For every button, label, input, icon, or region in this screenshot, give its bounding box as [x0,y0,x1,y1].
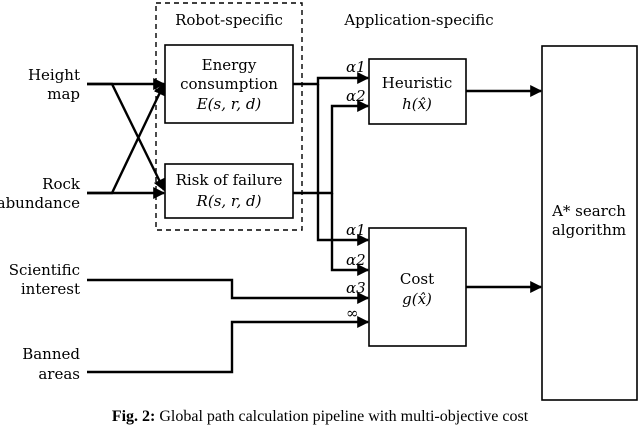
rock-abundance-label-2: abundance [0,194,80,212]
robot-specific-label: Robot-specific [175,11,283,29]
cost-formula: g(x̂) [402,290,432,308]
risk-formula: R(s, r, d) [196,192,262,210]
robot-specific-group [155,2,303,231]
heuristic-label: Heuristic [382,74,453,92]
energy-label-2: consumption [180,75,278,93]
astar-label-1: A* search [551,202,626,220]
heuristic-alpha2: α2 [346,87,366,105]
astar-search-box [541,45,638,401]
height-map-label-1: Height [28,66,80,84]
banned-areas-label-2: areas [38,365,80,383]
astar-input-wires [466,85,543,293]
energy-label-1: Energy [202,56,257,74]
height-map-label-2: map [47,85,80,103]
figure-caption: Fig. 2: Global path calculation pipeline… [0,408,640,426]
heuristic-box [368,58,467,125]
banned-areas-label-1: Banned [22,345,80,363]
heuristic-alpha1: α1 [346,58,366,76]
cost-label: Cost [400,270,434,288]
input-wires [87,78,370,374]
application-specific-label: Application-specific [343,11,493,29]
cost-alpha1: α1 [346,221,366,239]
cost-alpha3: α3 [346,279,366,297]
astar-label-2: algorithm [552,221,626,239]
risk-of-failure-box [164,163,294,219]
cost-infinity: ∞ [346,304,359,322]
robot-output-wires [293,72,370,276]
cost-alpha2: α2 [346,251,366,269]
heuristic-formula: h(x̂) [402,95,432,113]
energy-formula: E(s, r, d) [196,95,262,113]
risk-label: Risk of failure [176,171,283,189]
scientific-interest-label-2: interest [21,280,80,298]
caption-text: Global path calculation pipeline with mu… [159,408,529,425]
scientific-interest-label-1: Scientific [9,261,80,279]
rock-abundance-label-1: Rock [42,175,81,193]
caption-prefix: Fig. 2: [111,408,156,425]
